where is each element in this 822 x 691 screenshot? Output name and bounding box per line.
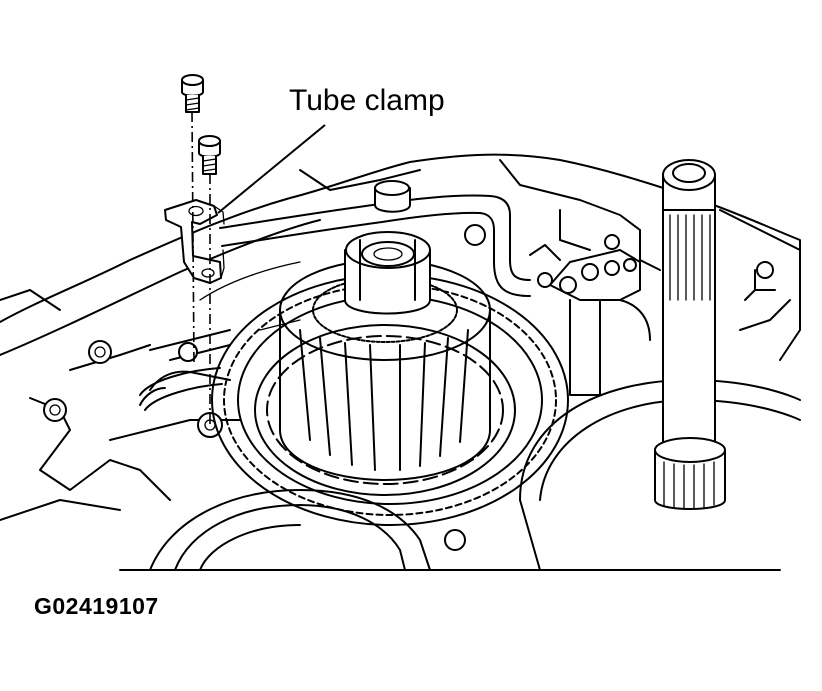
tube-clamp-label: Tube clamp <box>289 84 445 117</box>
shift-fork-bracket <box>549 234 776 396</box>
case-bolt-bosses <box>43 224 553 551</box>
bolt-alignment-lines <box>191 111 211 425</box>
left-housing <box>149 489 431 571</box>
lower-bolt <box>198 135 221 175</box>
case-plug <box>374 180 411 213</box>
oil-tube <box>139 194 561 411</box>
synchronizer-hub <box>279 259 491 481</box>
callout-leader-line <box>217 124 326 214</box>
figure-code: G02419107 <box>34 593 159 619</box>
shaft-nut <box>344 231 431 315</box>
tube-clamp-part <box>164 199 225 284</box>
upper-bolt <box>181 74 204 113</box>
input-shaft <box>654 159 726 510</box>
